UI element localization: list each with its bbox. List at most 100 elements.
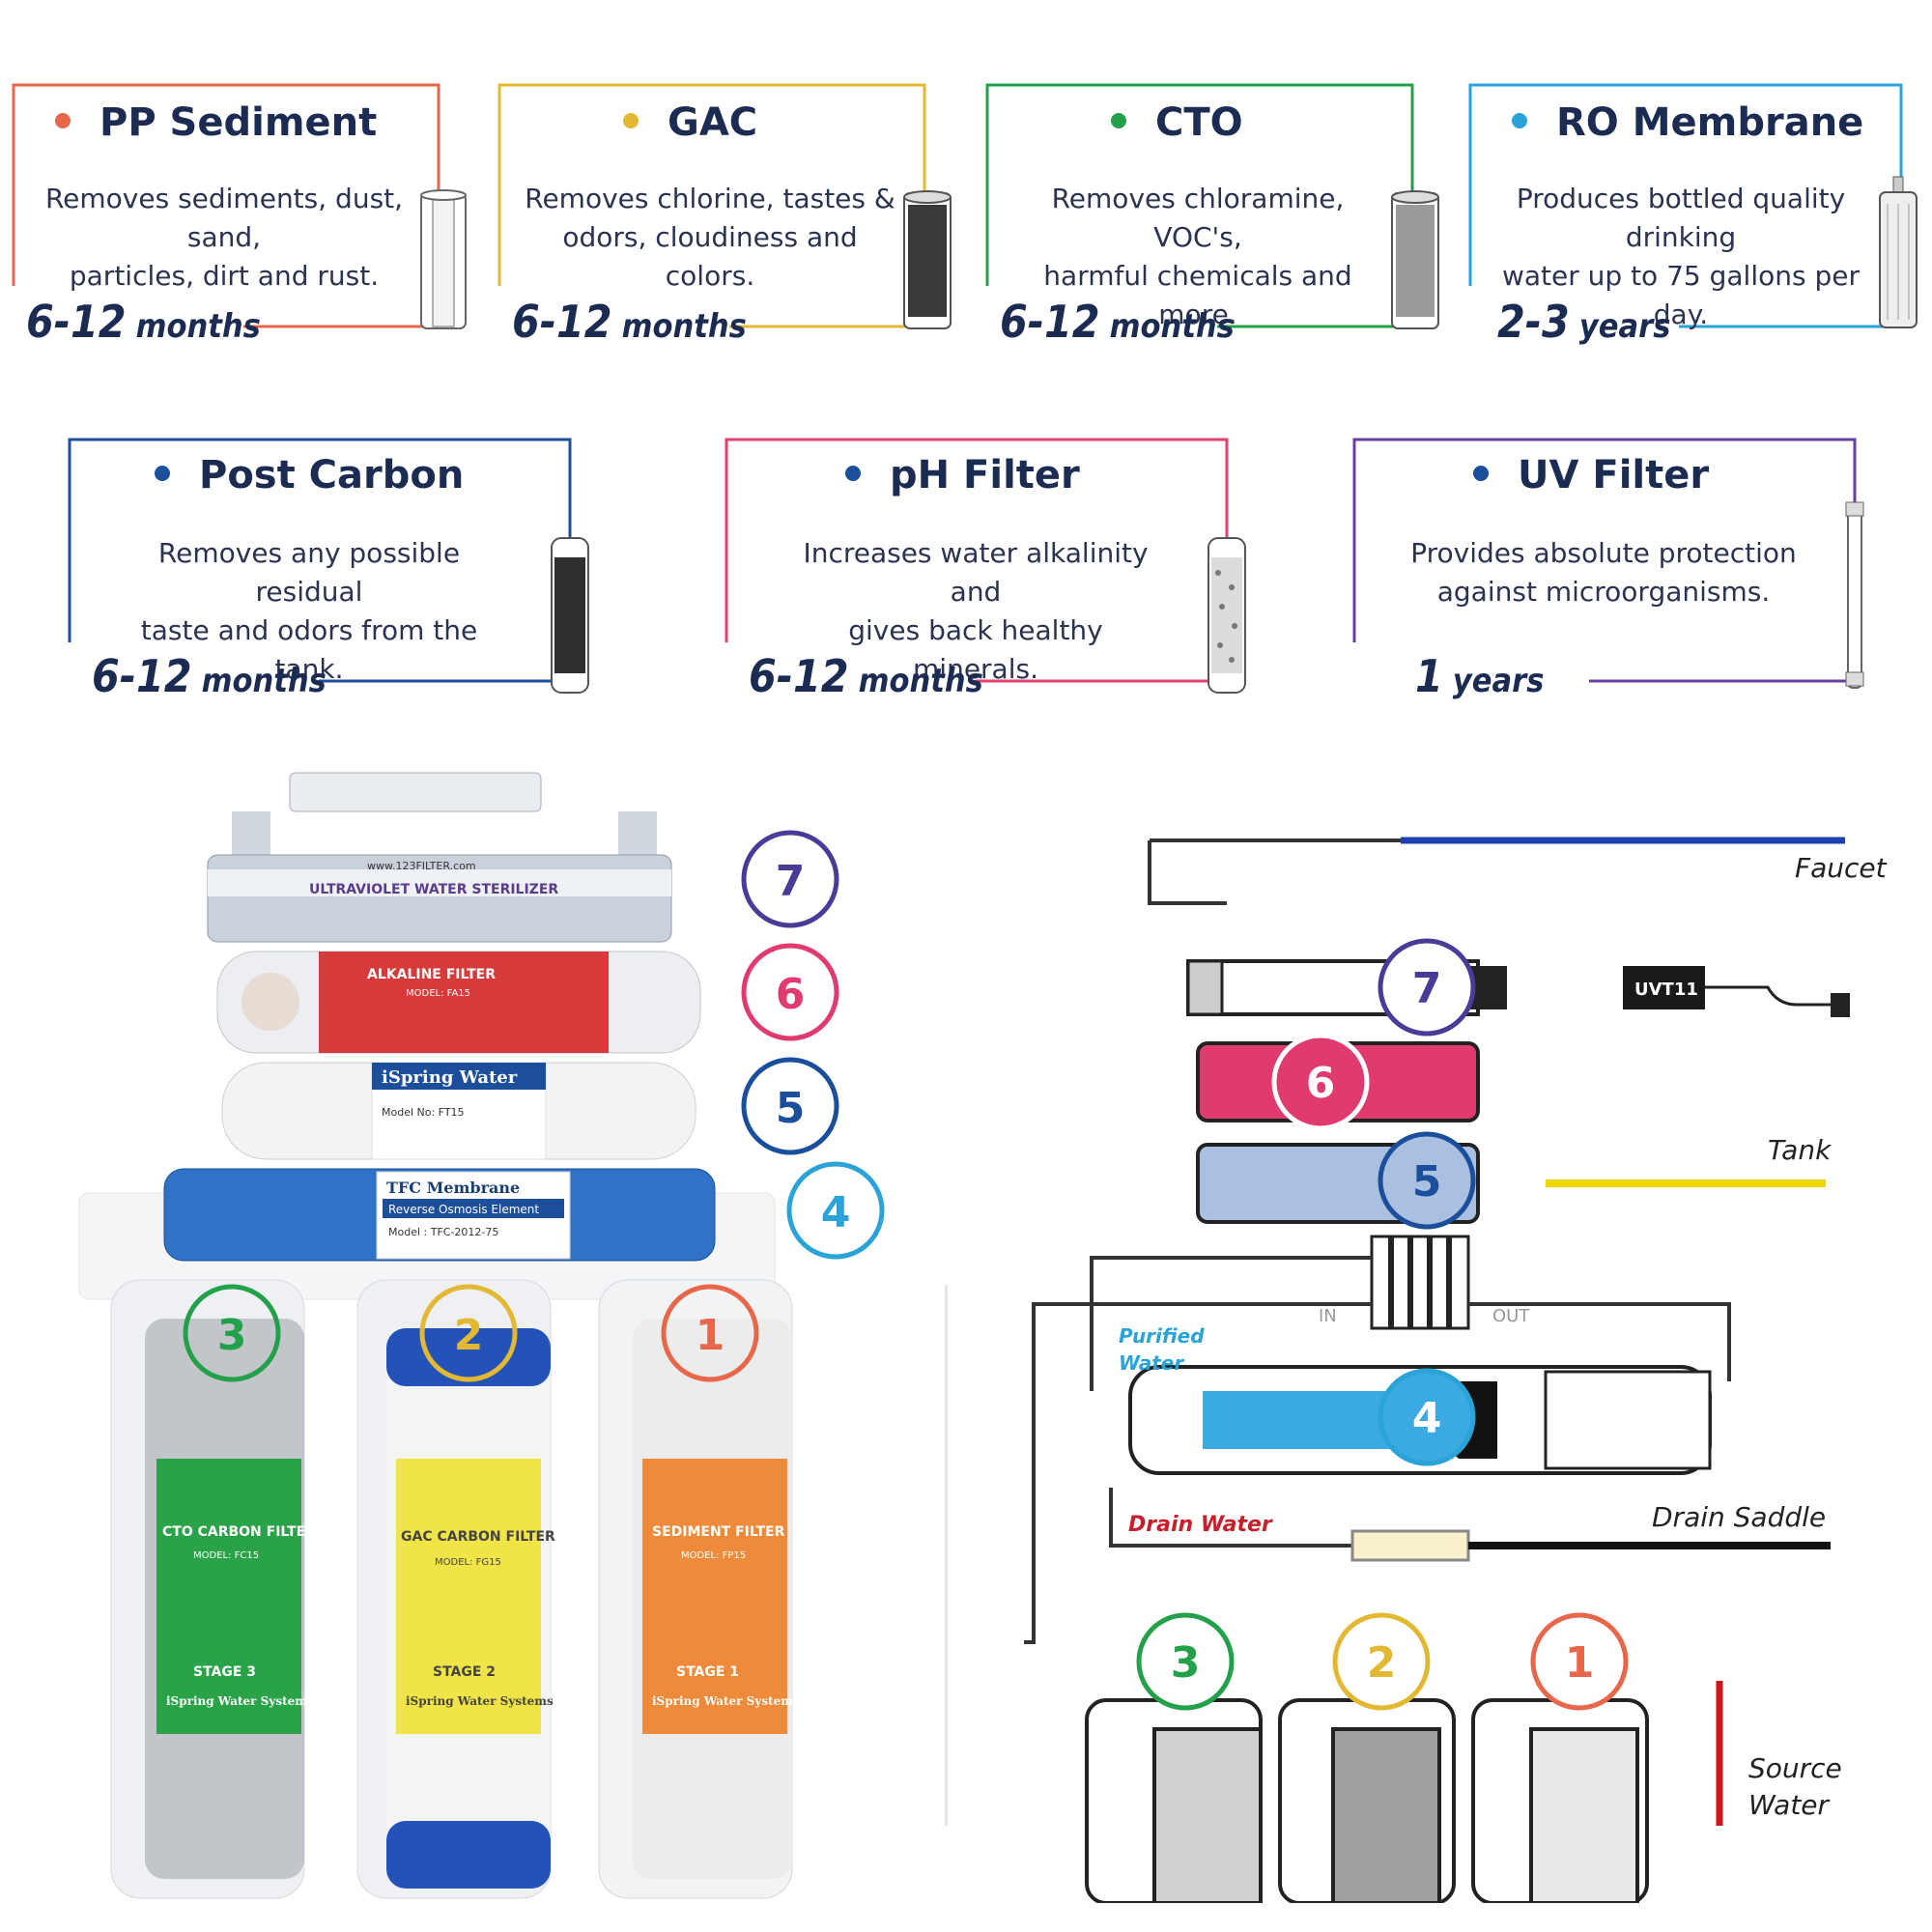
inline-carbon-cartridge-icon	[551, 537, 589, 694]
uv-lamp-icon	[1845, 501, 1864, 689]
faucet-label: Faucet	[1795, 852, 1888, 884]
stage-3-number: 3	[217, 1311, 247, 1360]
schematic-stage-6-number: 6	[1306, 1059, 1336, 1108]
card-ro-membrane: RO Membrane Produces bottled quality dri…	[1468, 83, 1932, 348]
schematic-stage-2-number: 2	[1367, 1638, 1397, 1688]
brand-footer: iSpring Water Systems	[652, 1694, 800, 1708]
schematic-stage-6-badge	[1271, 1033, 1370, 1131]
schematic-stage-5-number: 5	[1412, 1157, 1442, 1207]
card-cto: CTO Removes chloramine, VOC's,harmful ch…	[985, 83, 1449, 348]
product-photo: ULTRAVIOLET WATER STERILIZER www.123FILT…	[78, 772, 885, 1899]
card-frame	[12, 83, 440, 328]
ro-model: Model : TFC-2012-75	[388, 1226, 498, 1238]
bullet-icon	[155, 466, 170, 481]
card-title: RO Membrane	[1512, 100, 1863, 145]
card-description: Removes chloramine, VOC's,harmful chemic…	[1043, 183, 1352, 330]
alkaline-filter: ALKALINE FILTER MODEL: FA15	[216, 951, 701, 1054]
schematic-stage-5-badge	[1378, 1131, 1476, 1230]
stage-5-number: 5	[776, 1084, 806, 1133]
out-label: OUT	[1492, 1306, 1530, 1326]
card-frame	[1468, 83, 1903, 328]
alkaline-model: MODEL: FA15	[406, 988, 470, 999]
post-model: Model No: FT15	[382, 1106, 465, 1119]
schematic-stage-1-number: 1	[1565, 1638, 1595, 1688]
schematic-stage-7-number: 7	[1412, 964, 1442, 1013]
bullet-icon	[1111, 113, 1126, 128]
card-description: Removes chlorine, tastes &odors, cloudin…	[525, 183, 895, 292]
tank-label: Tank	[1768, 1134, 1833, 1166]
ro-brand: TFC Membrane	[386, 1179, 520, 1197]
card-gac: GAC Removes chlorine, tastes &odors, clo…	[497, 83, 961, 348]
uv-unit: UVT11	[1186, 959, 1850, 1017]
housing-stage3: CTO CARBON FILTER MODEL: FC15 STAGE 3 iS…	[110, 1279, 316, 1899]
gac-label: GAC CARBON FILTER	[401, 1529, 555, 1545]
card-title: GAC	[623, 100, 757, 145]
gac-stage: STAGE 2	[433, 1664, 496, 1680]
card-title: pH Filter	[845, 453, 1080, 497]
flow-restrictor	[1350, 1529, 1470, 1562]
stage-6-badge	[741, 943, 839, 1041]
sediment-stage: STAGE 1	[676, 1664, 739, 1680]
bullet-icon	[1512, 113, 1527, 128]
uv-label: ULTRAVIOLET WATER STERILIZER	[309, 882, 558, 897]
post-carbon-filter: iSpring Water Model No: FT15	[221, 1062, 696, 1160]
gac-model: MODEL: FG15	[435, 1557, 501, 1568]
sediment-model: MODEL: FP15	[681, 1550, 746, 1561]
stage-4-number: 4	[821, 1188, 851, 1237]
housing-stage1: SEDIMENT FILTER MODEL: FP15 STAGE 1 iSpr…	[598, 1279, 800, 1899]
card-title: UV Filter	[1473, 453, 1709, 497]
card-frame	[68, 438, 572, 683]
bottom-housings	[1085, 1698, 1649, 1903]
stage-1-badge	[661, 1284, 759, 1382]
sediment-cartridge-icon	[420, 189, 467, 329]
ph-mineral-cartridge-icon	[1208, 537, 1246, 694]
uv-sterilizer: ULTRAVIOLET WATER STERILIZER www.123FILT…	[207, 772, 672, 943]
card-frame	[1352, 438, 1857, 683]
cto-model: MODEL: FC15	[193, 1550, 259, 1561]
schematic-stage-4-badge	[1378, 1368, 1476, 1466]
card-frame	[724, 438, 1229, 683]
card-frame	[985, 83, 1414, 328]
stage-4-badge	[786, 1161, 885, 1260]
housing-stage2: GAC CARBON FILTER MODEL: FG15 STAGE 2 iS…	[356, 1279, 555, 1899]
schematic-stage-7-badge	[1378, 938, 1476, 1037]
membrane-cartridge-icon	[1879, 176, 1918, 328]
card-pp-sediment: PP Sediment Removes sediments, dust, san…	[12, 83, 475, 348]
stage-2-badge	[419, 1284, 518, 1382]
purified-label-2: Water	[1119, 1351, 1184, 1375]
card-post-carbon: Post Carbon Removes any possible residua…	[68, 438, 609, 702]
brand-footer: iSpring Water Systems	[406, 1694, 554, 1708]
source-label-1: Source	[1748, 1752, 1842, 1784]
bullet-icon	[1473, 466, 1489, 481]
stage-6-number: 6	[776, 970, 806, 1019]
bullet-icon	[845, 466, 861, 481]
post-brand: iSpring Water	[382, 1067, 518, 1088]
stage-7-badge	[741, 830, 839, 928]
schematic-stage-4-number: 4	[1412, 1394, 1442, 1443]
schematic-stage-3-number: 3	[1171, 1638, 1201, 1688]
flow-schematic: Faucet UVT11 Tank IN OUT Purified	[1024, 837, 1888, 1903]
bullet-icon	[55, 113, 71, 128]
sediment-label: SEDIMENT FILTER	[652, 1524, 785, 1540]
schematic-stage-2-badge	[1332, 1612, 1431, 1711]
card-ph-filter: pH Filter Increases water alkalinity and…	[724, 438, 1265, 702]
card-description: Removes sediments, dust, sand,particles,…	[44, 183, 404, 292]
uv-site: www.123FILTER.com	[367, 860, 476, 872]
drain-saddle-label: Drain Saddle	[1652, 1501, 1826, 1533]
stage-1-number: 1	[696, 1311, 725, 1360]
brand-footer: iSpring Water Systems	[166, 1694, 314, 1708]
cto-label: CTO CARBON FILTER	[162, 1524, 316, 1540]
ro-membrane-housing: TFC Membrane Reverse Osmosis Element Mod…	[163, 1168, 716, 1262]
alkaline-label: ALKALINE FILTER	[367, 967, 496, 982]
